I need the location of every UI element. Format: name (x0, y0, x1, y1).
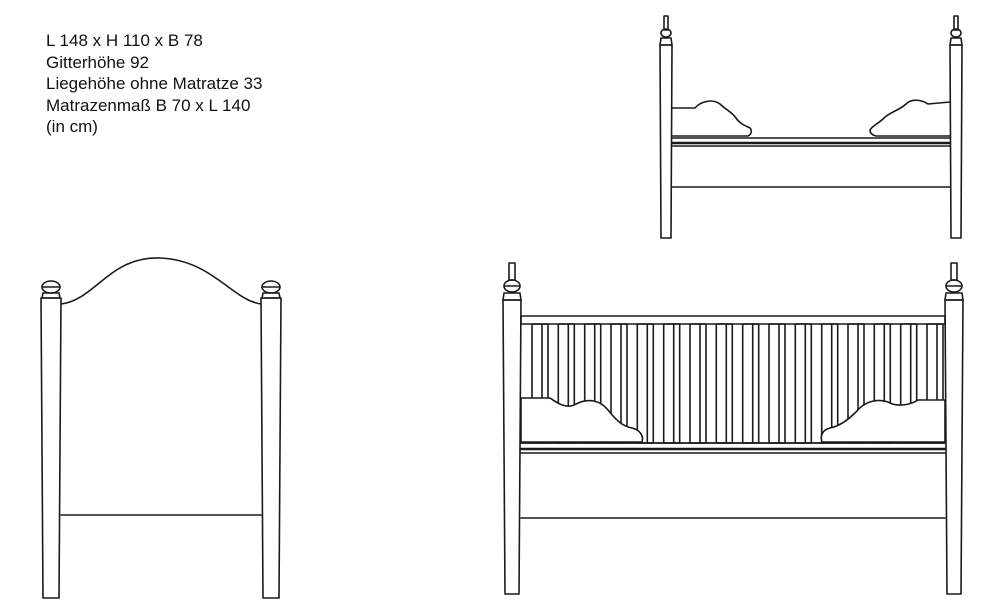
spec-lying-height: Liegehöhe ohne Matratze 33 (46, 74, 263, 93)
spec-units: (in cm) (46, 117, 98, 136)
right-post (260, 280, 282, 599)
top-rail (520, 315, 946, 325)
spindle (662, 323, 681, 444)
small-right-post (949, 15, 963, 239)
end-view (40, 257, 282, 599)
dimension-specs: L 148 x H 110 x B 78 Gitterhöhe 92 Liege… (46, 30, 262, 138)
large-left-scroll (520, 397, 644, 443)
arched-panel (60, 257, 262, 305)
left-post (40, 280, 62, 599)
spindle (689, 323, 707, 444)
large-left-post (502, 262, 522, 595)
spindle (794, 323, 813, 444)
spindle (741, 323, 760, 444)
large-right-scroll (820, 399, 946, 443)
spindle (636, 323, 655, 444)
side-view (502, 262, 964, 595)
spec-rail-height: Gitterhöhe 92 (46, 52, 150, 72)
small-left-scroll (671, 100, 753, 137)
spec-overall-dimensions: L 148 x H 110 x B 78 (46, 31, 203, 50)
spec-mattress-size: Matrazenmaß B 70 x L 140 (46, 95, 251, 115)
spindle (820, 323, 839, 444)
spindle (715, 323, 734, 444)
small-right-scroll (869, 99, 951, 137)
large-right-post (944, 262, 964, 595)
small-left-post (659, 15, 673, 239)
top-side-view (659, 15, 963, 239)
spindle (768, 323, 786, 444)
